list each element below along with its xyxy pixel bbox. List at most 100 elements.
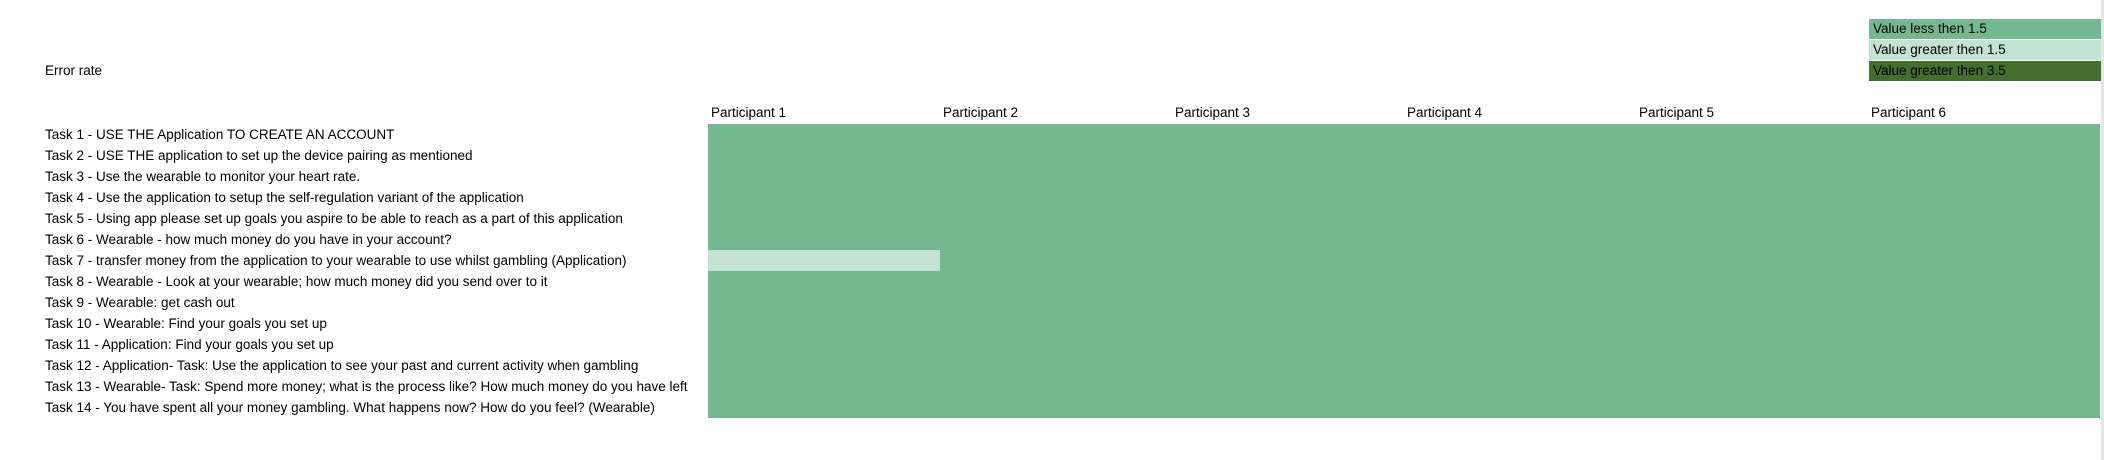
legend-item-mid[interactable]: Value greater then 1.5 bbox=[1869, 40, 2101, 60]
heatmap-cell[interactable] bbox=[1404, 187, 1636, 208]
heatmap-cell[interactable] bbox=[1404, 208, 1636, 229]
heatmap-cell[interactable] bbox=[708, 208, 940, 229]
heatmap-cell[interactable] bbox=[708, 271, 940, 292]
heatmap-cell[interactable] bbox=[708, 313, 940, 334]
heatmap-cell[interactable] bbox=[940, 229, 1172, 250]
heatmap-cell[interactable] bbox=[1636, 229, 1868, 250]
task-label[interactable]: Task 6 - Wearable - how much money do yo… bbox=[45, 232, 452, 247]
task-label[interactable]: Task 12 - Application- Task: Use the app… bbox=[45, 358, 639, 373]
vertical-scrollbar[interactable] bbox=[2101, 0, 2104, 460]
task-label[interactable]: Task 5 - Using app please set up goals y… bbox=[45, 211, 623, 226]
heatmap-cell[interactable] bbox=[1172, 355, 1404, 376]
legend-item-high[interactable]: Value greater then 3.5 bbox=[1869, 61, 2101, 81]
heatmap-cell[interactable] bbox=[1868, 166, 2100, 187]
heatmap-cell[interactable] bbox=[1868, 355, 2100, 376]
heatmap-cell[interactable] bbox=[1868, 145, 2100, 166]
heatmap-cell[interactable] bbox=[1404, 355, 1636, 376]
task-label[interactable]: Task 9 - Wearable: get cash out bbox=[45, 295, 235, 310]
task-label[interactable]: Task 1 - USE THE Application TO CREATE A… bbox=[45, 127, 395, 142]
heatmap-cell[interactable] bbox=[1636, 313, 1868, 334]
heatmap-cell[interactable] bbox=[708, 145, 940, 166]
sheet-title[interactable]: Error rate bbox=[45, 63, 103, 78]
task-label[interactable]: Task 10 - Wearable: Find your goals you … bbox=[45, 316, 327, 331]
task-label[interactable]: Task 14 - You have spent all your money … bbox=[45, 400, 655, 415]
heatmap-cell[interactable] bbox=[1868, 250, 2100, 271]
heatmap-cell[interactable] bbox=[1636, 376, 1868, 397]
heatmap-cell[interactable] bbox=[708, 166, 940, 187]
heatmap-cell[interactable] bbox=[708, 124, 940, 145]
heatmap-cell[interactable] bbox=[940, 166, 1172, 187]
heatmap-cell[interactable] bbox=[1636, 397, 1868, 418]
heatmap-cell[interactable] bbox=[708, 250, 940, 271]
heatmap-cell[interactable] bbox=[1868, 313, 2100, 334]
heatmap-cell[interactable] bbox=[1404, 334, 1636, 355]
task-label[interactable]: Task 7 - transfer money from the applica… bbox=[45, 253, 627, 268]
heatmap-cell[interactable] bbox=[1172, 124, 1404, 145]
heatmap-cell[interactable] bbox=[940, 355, 1172, 376]
heatmap-cell[interactable] bbox=[1172, 166, 1404, 187]
heatmap-cell[interactable] bbox=[940, 124, 1172, 145]
heatmap-cell[interactable] bbox=[1404, 124, 1636, 145]
participant-header-6[interactable]: Participant 6 bbox=[1871, 105, 1947, 120]
heatmap-cell[interactable] bbox=[1636, 292, 1868, 313]
heatmap-cell[interactable] bbox=[1636, 145, 1868, 166]
heatmap-cell[interactable] bbox=[708, 376, 940, 397]
heatmap-cell[interactable] bbox=[1868, 187, 2100, 208]
heatmap-cell[interactable] bbox=[708, 355, 940, 376]
heatmap-cell[interactable] bbox=[1868, 208, 2100, 229]
task-label[interactable]: Task 13 - Wearable- Task: Spend more mon… bbox=[45, 379, 688, 394]
heatmap-cell[interactable] bbox=[1868, 229, 2100, 250]
heatmap-cell[interactable] bbox=[1404, 250, 1636, 271]
heatmap-cell[interactable] bbox=[1172, 187, 1404, 208]
heatmap-cell[interactable] bbox=[1172, 313, 1404, 334]
heatmap-cell[interactable] bbox=[940, 376, 1172, 397]
heatmap-cell[interactable] bbox=[1868, 397, 2100, 418]
heatmap-cell[interactable] bbox=[708, 397, 940, 418]
heatmap-cell[interactable] bbox=[1404, 397, 1636, 418]
heatmap-cell[interactable] bbox=[940, 187, 1172, 208]
heatmap-cell[interactable] bbox=[1636, 124, 1868, 145]
participant-header-4[interactable]: Participant 4 bbox=[1407, 105, 1483, 120]
heatmap-cell[interactable] bbox=[1636, 271, 1868, 292]
heatmap-cell[interactable] bbox=[1172, 271, 1404, 292]
heatmap-cell[interactable] bbox=[940, 208, 1172, 229]
heatmap-cell[interactable] bbox=[1868, 292, 2100, 313]
task-label[interactable]: Task 2 - USE THE application to set up t… bbox=[45, 148, 473, 163]
heatmap-cell[interactable] bbox=[1172, 292, 1404, 313]
heatmap-cell[interactable] bbox=[708, 334, 940, 355]
task-label[interactable]: Task 3 - Use the wearable to monitor you… bbox=[45, 169, 361, 184]
heatmap-cell[interactable] bbox=[1172, 376, 1404, 397]
heatmap-cell[interactable] bbox=[1868, 376, 2100, 397]
heatmap-cell[interactable] bbox=[1404, 376, 1636, 397]
heatmap-cell[interactable] bbox=[1636, 187, 1868, 208]
heatmap-cell[interactable] bbox=[1636, 208, 1868, 229]
heatmap-cell[interactable] bbox=[940, 313, 1172, 334]
task-label[interactable]: Task 8 - Wearable - Look at your wearabl… bbox=[45, 274, 548, 289]
heatmap-cell[interactable] bbox=[1868, 334, 2100, 355]
heatmap-cell[interactable] bbox=[708, 229, 940, 250]
participant-header-1[interactable]: Participant 1 bbox=[711, 105, 787, 120]
heatmap-cell[interactable] bbox=[940, 271, 1172, 292]
heatmap-cell[interactable] bbox=[1636, 250, 1868, 271]
heatmap-cell[interactable] bbox=[1636, 166, 1868, 187]
heatmap-cell[interactable] bbox=[940, 292, 1172, 313]
heatmap-cell[interactable] bbox=[940, 145, 1172, 166]
participant-header-5[interactable]: Participant 5 bbox=[1639, 105, 1715, 120]
heatmap-cell[interactable] bbox=[1404, 145, 1636, 166]
heatmap-cell[interactable] bbox=[1172, 145, 1404, 166]
heatmap-cell[interactable] bbox=[1868, 271, 2100, 292]
heatmap-cell[interactable] bbox=[1172, 397, 1404, 418]
heatmap-cell[interactable] bbox=[940, 334, 1172, 355]
heatmap-cell[interactable] bbox=[1172, 334, 1404, 355]
task-label[interactable]: Task 11 - Application: Find your goals y… bbox=[45, 337, 334, 352]
legend-item-low[interactable]: Value less then 1.5 bbox=[1869, 19, 2101, 39]
heatmap-cell[interactable] bbox=[1172, 250, 1404, 271]
heatmap-cell[interactable] bbox=[940, 397, 1172, 418]
heatmap-cell[interactable] bbox=[1404, 166, 1636, 187]
heatmap-cell[interactable] bbox=[708, 187, 940, 208]
heatmap-cell[interactable] bbox=[1404, 271, 1636, 292]
heatmap-cell[interactable] bbox=[1404, 229, 1636, 250]
task-label[interactable]: Task 4 - Use the application to setup th… bbox=[45, 190, 524, 205]
heatmap-cell[interactable] bbox=[1636, 334, 1868, 355]
heatmap-cell[interactable] bbox=[1172, 208, 1404, 229]
